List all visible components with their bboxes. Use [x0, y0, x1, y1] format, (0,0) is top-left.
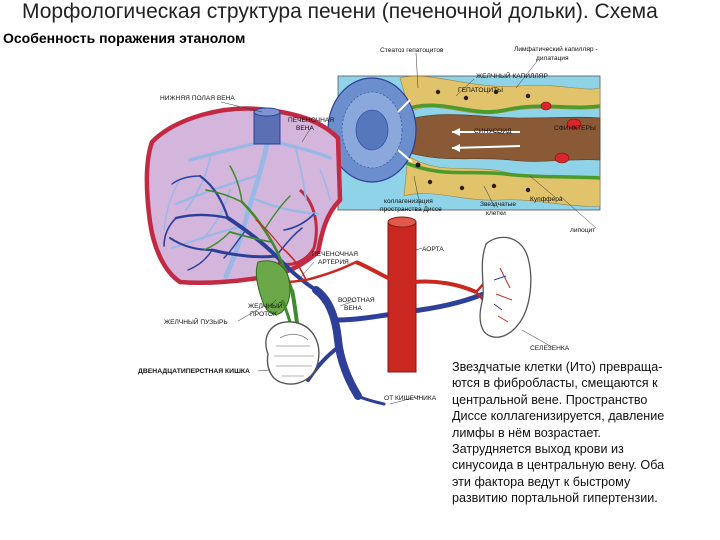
sphincter-1: [566, 118, 582, 130]
label-lymph-capillary-1: Лимфатический капилляр -: [514, 45, 598, 53]
label-stellate-1: Звездчатые: [480, 201, 516, 208]
label-portal-vein-2: ВЕНА: [344, 305, 363, 312]
lobule-inset: [327, 75, 601, 211]
sphincter-2: [554, 152, 570, 164]
label-hepatic-vein-2: ВЕНА: [296, 125, 315, 132]
liver-lower-lobe: [277, 188, 318, 266]
label-hepatic-vein-1: ПЕЧЕНОЧНАЯ: [288, 117, 334, 124]
description-line: ются в фибробласты, смещаются к: [452, 376, 658, 391]
label-portal-vein-1: ВОРОТНАЯ: [338, 297, 375, 304]
description-line: синусоида в центральную вену. Оба: [452, 458, 665, 473]
label-from-intestine: ОТ КИШЕЧНИКА: [384, 395, 437, 402]
description-line: центральной вене. Пространство: [452, 392, 648, 407]
spleen: [479, 236, 532, 338]
slide-title: Морфологическая структура печени (печено…: [22, 0, 658, 23]
label-sinusoid: СИНУСОИД: [474, 128, 512, 135]
label-ivc: НИЖНЯЯ ПОЛАЯ ВЕНА: [160, 95, 235, 102]
diagram-labels: Стеатоз гепатоцитов Лимфатический капилл…: [138, 45, 598, 402]
description-text: Звездчатые клетки (Ито) превраща- ются в…: [452, 359, 718, 507]
bile-strip-lower: [403, 160, 601, 180]
description-line: Звездчатые клетки (Ито) превраща-: [452, 360, 663, 374]
sinusoid-channel: [399, 114, 601, 162]
inferior-vena-cava: [253, 107, 281, 145]
label-aorta: АОРТА: [422, 246, 444, 253]
description-line: Диссе коллагенизируется, давление: [452, 409, 665, 424]
label-hepatic-artery-1: ПЕЧЕНОЧНАЯ: [312, 251, 358, 258]
label-bile-capillary: ЖЕЛЧНЫЙ КАПИЛЛЯР: [476, 71, 548, 80]
duodenum: [265, 321, 320, 385]
label-spleen: СЕЛЕЗЕНКА: [530, 345, 570, 352]
label-lipocyte: липоцит: [570, 227, 595, 234]
label-collagen-1: коллагенизация: [384, 198, 433, 205]
label-collagen-2: пространства Диссе: [380, 206, 442, 213]
description-line: развитию портальной гипертензии.: [452, 491, 658, 506]
label-bile-duct-2: ПРОТОК: [250, 311, 277, 318]
label-stellate-2: клетки: [486, 210, 506, 217]
label-kupffer: Купффера: [530, 196, 563, 203]
bile-strip-upper: [403, 103, 601, 114]
label-hepatocytes: ГЕПАТОЦИТЫ: [458, 87, 503, 94]
label-sphincters: СФИНКТЕРЫ: [554, 125, 596, 132]
label-gallbladder: ЖЕЛЧНЫЙ ПУЗЫРЬ: [164, 317, 228, 326]
slide-subtitle: Особенность поражения этанолом: [3, 30, 246, 46]
label-hepatic-artery-2: АРТЕРИЯ: [318, 259, 349, 266]
description-line: Затрудняется выход крови из: [452, 442, 624, 457]
label-duodenum: ДВЕНАДЦАТИПЕРСТНАЯ КИШКА: [138, 368, 250, 375]
aorta: [355, 216, 497, 373]
description-line: лимфы в нём возрастает.: [452, 425, 601, 440]
sphincter-3: [540, 101, 552, 111]
label-lymph-capillary-2: дилатация: [536, 55, 569, 62]
label-steatosis: Стеатоз гепатоцитов: [380, 47, 444, 54]
description-line: эти фактора ведут к быстрому: [452, 474, 631, 489]
hepatic-vein-tree: [163, 137, 332, 279]
label-bile-duct-1: ЖЕЛЧНЫЙ: [248, 301, 283, 310]
